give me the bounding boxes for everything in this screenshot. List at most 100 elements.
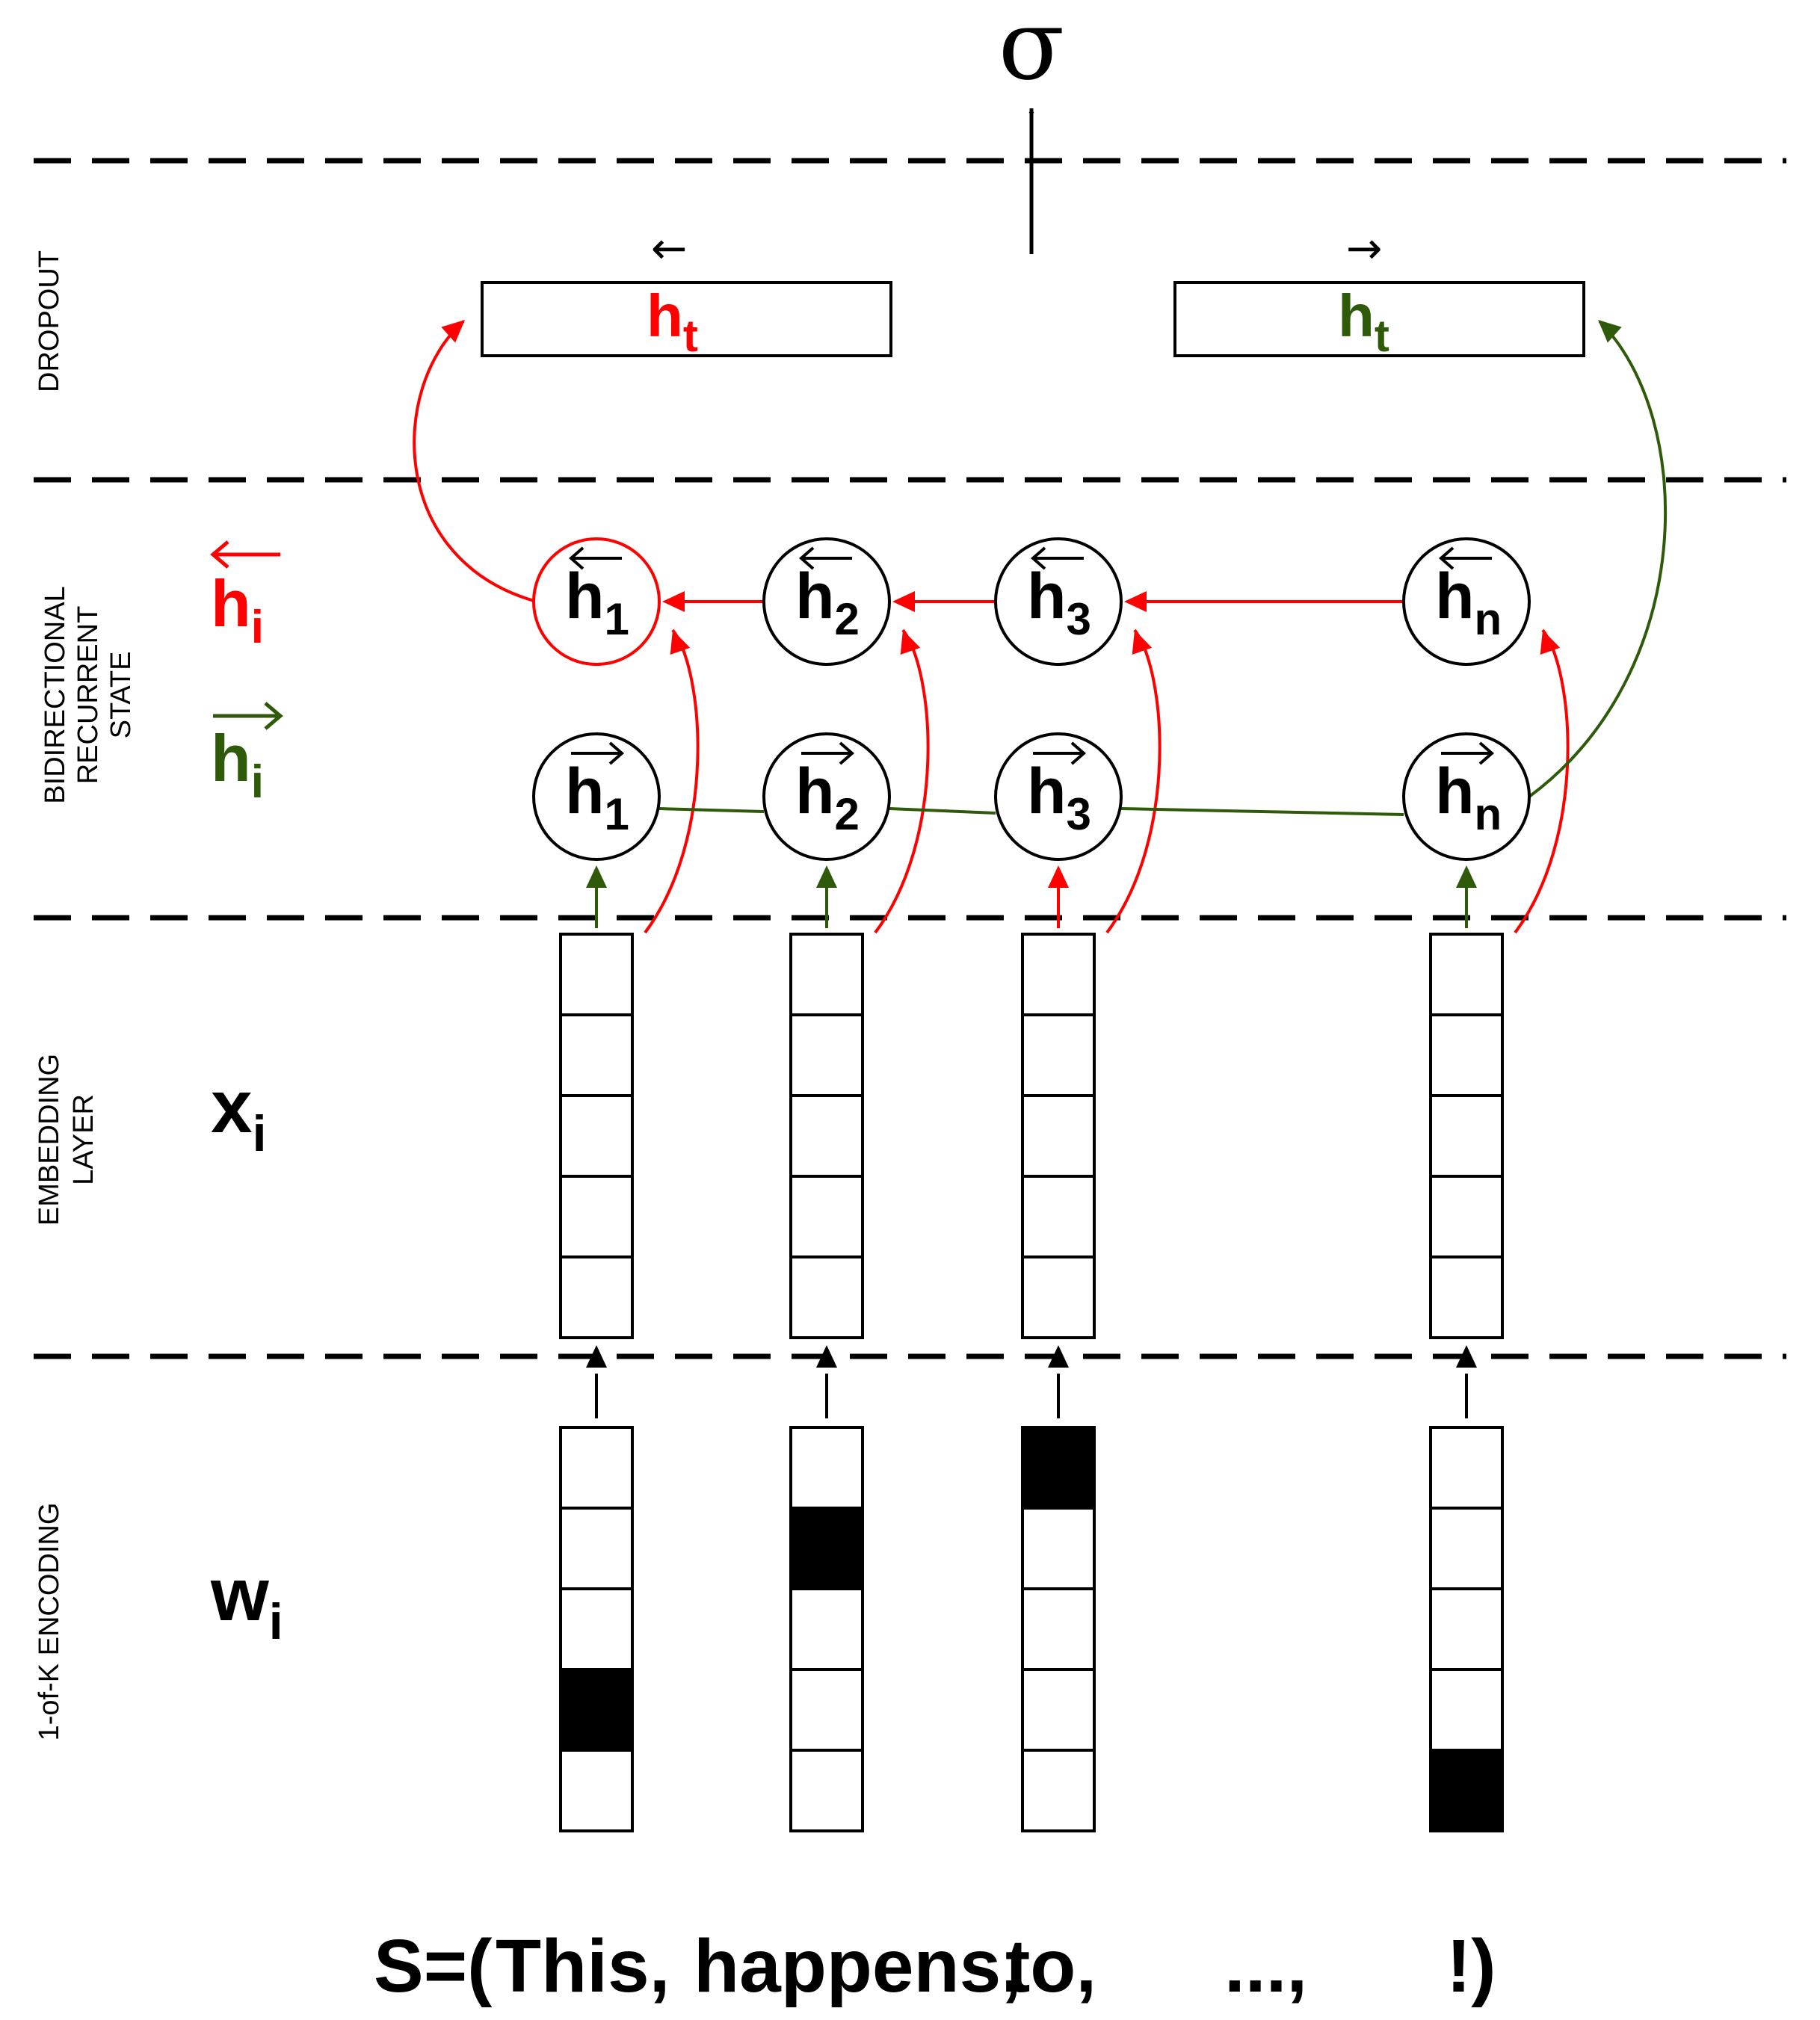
embedding-cell	[789, 1094, 864, 1178]
embedding-cell	[789, 1175, 864, 1258]
recurrent-connections	[413, 320, 1667, 934]
sentence-token: happens,	[694, 1924, 1022, 2008]
forward-recurrence-link	[658, 807, 765, 813]
token-column	[1021, 933, 1096, 1832]
token-column	[1429, 933, 1504, 1832]
forward-state-node: h1	[532, 732, 661, 861]
embedding-cell	[1429, 1255, 1504, 1339]
arrowhead	[1048, 1345, 1069, 1368]
state-circle	[762, 732, 891, 861]
one-hot-cell	[559, 1507, 634, 1590]
forward-recurrence-link	[1120, 807, 1404, 816]
embedding-cell	[559, 933, 634, 1016]
legend-backward-hidden: hi	[210, 540, 280, 653]
state-circle	[532, 537, 661, 666]
one-hot-cell	[789, 1749, 864, 1832]
backward-arrow-icon	[568, 546, 622, 570]
embedding-cell	[1021, 1255, 1096, 1339]
arrowhead	[900, 630, 921, 655]
final-forward-label: ht	[1338, 282, 1389, 361]
forward-state-node: hn	[1402, 732, 1531, 861]
state-label: h2	[795, 560, 860, 644]
state-label: h3	[1027, 560, 1091, 644]
state-label: h1	[565, 756, 629, 839]
final-forward-arrow: →	[1346, 223, 1383, 274]
one-hot-active-cell	[559, 1668, 634, 1752]
embedding-cell	[1429, 933, 1504, 1016]
state-circle	[1402, 537, 1531, 666]
layer-label-embedding-line2: LAYER	[68, 1094, 99, 1185]
one-hot-cell	[789, 1426, 864, 1510]
one-hot-cell	[559, 1749, 634, 1832]
layer-label-recurrent-line3: STATE	[105, 652, 137, 739]
state-label: hn	[1435, 756, 1502, 839]
one-hot-cell	[1429, 1426, 1504, 1510]
state-circle	[762, 537, 891, 666]
forward-recurrence-link	[889, 807, 996, 815]
embedding-to-backward-curve	[874, 628, 930, 934]
backward-state-node: hn	[1402, 537, 1531, 666]
layer-separators	[34, 158, 1786, 1359]
final-forward-state: → ht	[1173, 223, 1585, 361]
backward-final-link	[413, 320, 537, 603]
embedding-cell	[559, 1175, 634, 1258]
arrowhead	[1124, 591, 1147, 612]
one-hot-cell	[1021, 1507, 1096, 1590]
one-hot-cell	[1429, 1668, 1504, 1752]
token-column	[559, 933, 634, 1832]
backward-arrow-icon	[798, 546, 852, 570]
forward-arrow-icon	[1033, 741, 1087, 765]
embedding-cell	[1021, 1175, 1096, 1258]
sentence-token: ...,	[1224, 1924, 1307, 2008]
sentence-token: This,	[496, 1924, 670, 2008]
forward-final-link	[1528, 320, 1667, 798]
one-hot-cell	[1429, 1587, 1504, 1671]
legend-embedding-symbol: xi	[211, 1065, 267, 1162]
token-columns	[559, 933, 1504, 1832]
arrowhead	[586, 865, 607, 888]
layer-label-dropout: DROPOUT	[34, 250, 65, 392]
layer-label-recurrent-line1: BIDIRECTIONAL	[40, 586, 71, 803]
legend-forward-hidden: hi	[211, 702, 283, 808]
state-label: h3	[1027, 756, 1091, 839]
arrowhead	[1598, 320, 1622, 343]
sentence-token: !)	[1446, 1924, 1496, 2008]
backward-state-node: h3	[994, 537, 1123, 666]
one-hot-cell	[559, 1587, 634, 1671]
one-hot-cell	[789, 1587, 864, 1671]
arrowhead	[1456, 865, 1477, 888]
embedding-cell	[559, 1094, 634, 1178]
arrowhead	[816, 865, 837, 888]
svg-text:hi: hi	[211, 566, 264, 653]
embedding-cell	[1021, 1094, 1096, 1178]
forward-state-node: h3	[994, 732, 1123, 861]
state-label: h2	[795, 756, 860, 839]
one-hot-cell	[559, 1426, 634, 1510]
arrowhead	[1132, 630, 1153, 655]
arrowhead	[1540, 630, 1561, 655]
forward-arrow-icon	[801, 741, 855, 765]
final-forward-box	[1173, 281, 1585, 357]
layer-label-recurrent: BIDIRECTIONAL RECURRENT STATE	[40, 586, 137, 803]
legend-forward-arrow	[213, 702, 283, 730]
state-circle	[994, 732, 1123, 861]
layer-label-recurrent-line2: RECURRENT	[73, 606, 104, 785]
layer-labels: DROPOUT BIDIRECTIONAL RECURRENT STATE EM…	[34, 250, 137, 1741]
embedding-cell	[1429, 1094, 1504, 1178]
hidden-state-nodes: h1 h2 h3 hn h1 h2 h3 hn	[532, 537, 1531, 861]
arrowhead	[586, 1345, 607, 1368]
layer-label-embedding-line1: EMBEDDING	[34, 1054, 65, 1226]
backward-state-node: h1	[532, 537, 661, 666]
embedding-to-backward-curve	[1105, 628, 1162, 934]
sentence-prefix: S=(	[374, 1924, 493, 2008]
sigmoid-output-symbol: σ	[999, 0, 1065, 102]
one-hot-cell	[1429, 1507, 1504, 1590]
forward-arrow-icon	[1441, 741, 1495, 765]
input-sentence: S=( This, happens, to, ..., !)	[374, 1924, 1496, 2008]
arrowhead	[1048, 865, 1069, 888]
arrowhead	[441, 320, 465, 343]
state-circle	[994, 537, 1123, 666]
sentence-token: to,	[1005, 1924, 1096, 2008]
legend-backward-arrow	[210, 540, 280, 569]
layer-label-embedding: EMBEDDING LAYER	[34, 1054, 99, 1226]
